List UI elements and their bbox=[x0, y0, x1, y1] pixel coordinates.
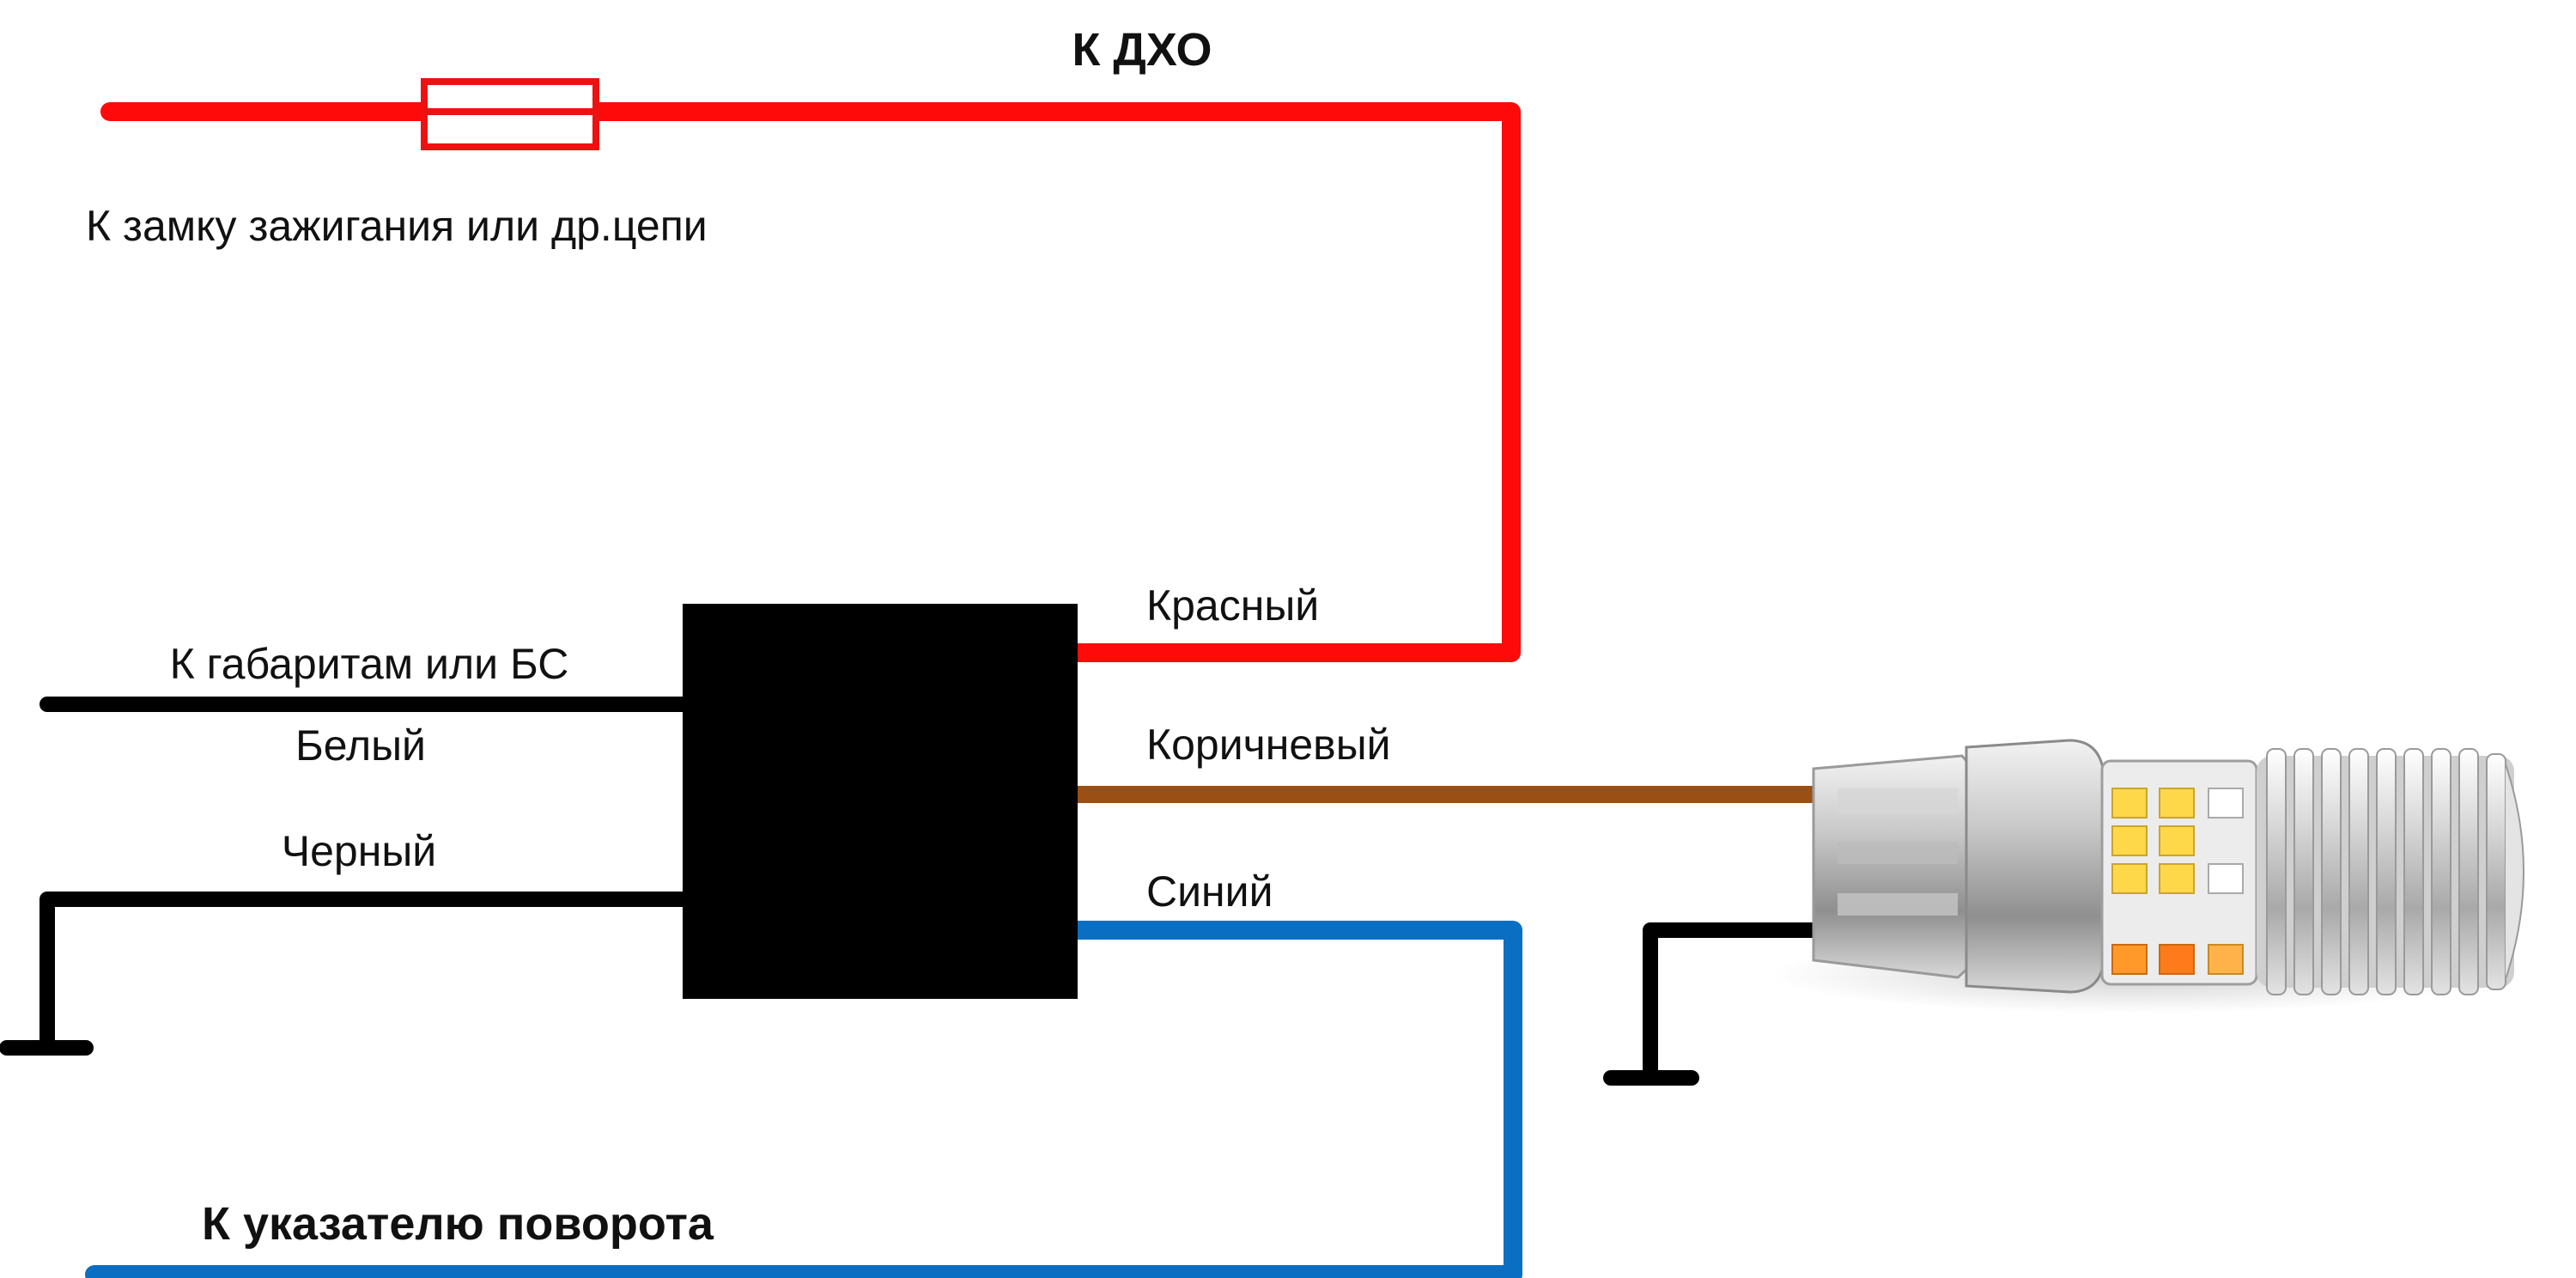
control-module bbox=[683, 604, 1078, 999]
fuse-icon bbox=[421, 78, 599, 150]
white-wire-label: Белый bbox=[295, 721, 426, 770]
led-chips bbox=[2111, 788, 2244, 975]
blue-wire-label: Синий bbox=[1146, 867, 1273, 916]
red-wire bbox=[100, 102, 1521, 662]
bulb-ground-wire bbox=[1643, 922, 1820, 1086]
ignition-label: К замку зажигания или др.цепи bbox=[86, 202, 708, 250]
heatsink bbox=[2257, 748, 2524, 995]
drl-label: К ДХО bbox=[1072, 24, 1212, 76]
brown-wire-label: Коричневый bbox=[1146, 721, 1391, 769]
blue-wire bbox=[85, 921, 1522, 1278]
parking-label: К габаритам или БС bbox=[170, 640, 569, 688]
black-wire bbox=[39, 892, 690, 1056]
red-wire-label: Красный bbox=[1146, 581, 1319, 630]
turn-signal-label: К указателю поворота bbox=[202, 1198, 714, 1250]
black-wire-label: Черный bbox=[282, 827, 436, 875]
led-bulb-icon bbox=[1769, 739, 2524, 1013]
